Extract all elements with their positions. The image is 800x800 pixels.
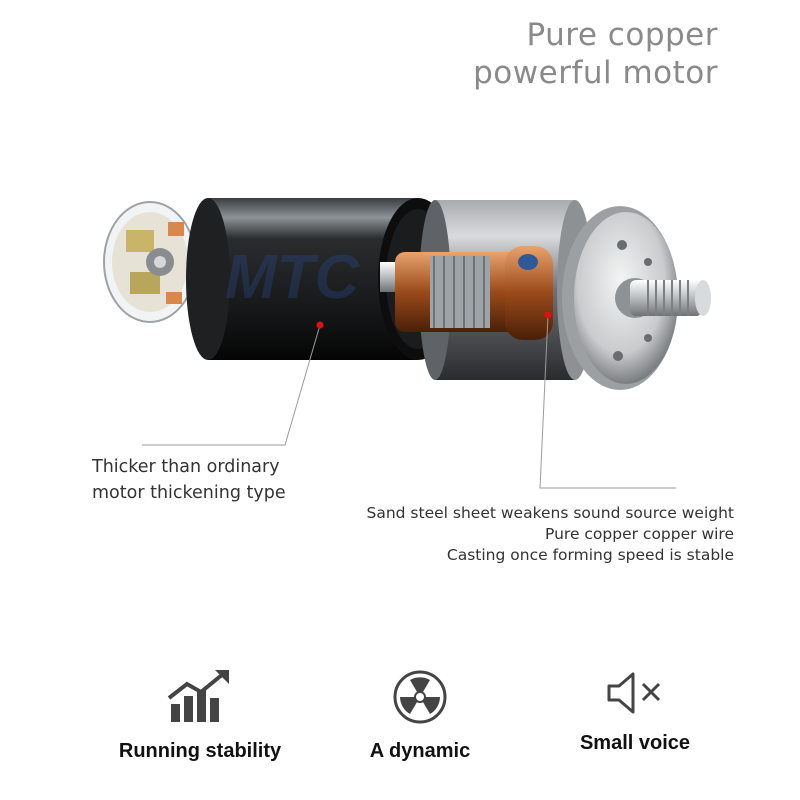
feature-label: A dynamic [369, 740, 471, 762]
feature-small-voice: Small voice [525, 668, 745, 755]
speaker-mute-icon [607, 672, 661, 714]
callout-left: Thicker than ordinary motor thickening t… [92, 454, 332, 506]
rising-bar-chart-icon [167, 670, 229, 722]
brush-end-cap [103, 201, 197, 323]
threaded-shaft [630, 280, 711, 316]
copper-armature [395, 246, 553, 340]
callout-right-line-2: Pure copper copper wire [545, 525, 734, 543]
watermark: MTC [225, 243, 361, 312]
radiation-icon [393, 670, 447, 724]
right-marker-dot [544, 311, 552, 319]
title-line-1: Pure copper [526, 17, 718, 53]
callout-left-line-1: Thicker than ordinary [92, 457, 280, 477]
feature-label: Small voice [579, 732, 691, 754]
callout-right: Sand steel sheet weakens sound source we… [367, 503, 735, 566]
callout-left-line-2: motor thickening type [92, 483, 286, 503]
feature-a-dynamic: A dynamic [310, 668, 530, 763]
front-end-cap [562, 206, 678, 390]
feature-running-stability: Running stability [90, 668, 310, 763]
title-line-2: powerful motor [473, 55, 718, 91]
page-title: Pure copper powerful motor [473, 16, 718, 92]
callout-right-line-3: Casting once forming speed is stable [446, 546, 734, 564]
feature-label: Running stability [118, 740, 282, 762]
left-leader-line [142, 324, 321, 446]
right-leader-line [539, 314, 676, 489]
left-marker-dot [316, 321, 324, 329]
callout-right-line-1: Sand steel sheet weakens sound source we… [366, 504, 735, 522]
